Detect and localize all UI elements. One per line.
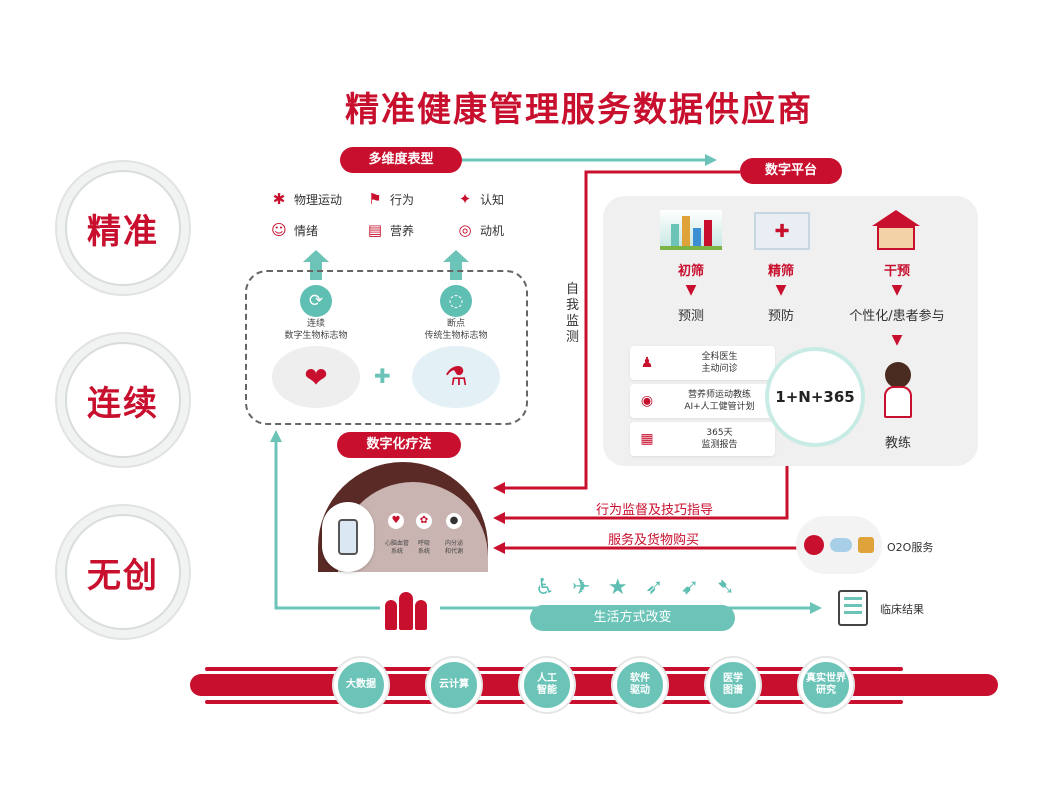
ai-icon: ◉ xyxy=(640,393,654,409)
stage-initial-result: 预测 xyxy=(677,309,704,324)
hospital-image: ✚ xyxy=(754,212,810,250)
pillar-precision: 精准 xyxy=(65,170,181,286)
phenotype-item-behavior: ⚑行为 xyxy=(366,190,414,208)
exercise-icon: ✱ xyxy=(272,190,286,208)
phenotype-item-cognition: ✦认知 xyxy=(456,190,504,208)
doctor-icon: ♟ xyxy=(640,355,654,371)
behavior-icon: ⚑ xyxy=(368,190,382,208)
phone-icon xyxy=(322,502,374,572)
running-icon: ➶ xyxy=(644,574,664,600)
point-biomarker-label: 断点 传统生物标志物 xyxy=(424,319,488,341)
coach-label: 教练 xyxy=(884,436,911,451)
o2o-image xyxy=(796,516,882,574)
service-model-ring: 1+N+365 xyxy=(765,347,865,447)
report-icon: ▦ xyxy=(640,431,654,447)
people-icon xyxy=(381,588,431,630)
biomarker-box xyxy=(245,270,528,425)
card-ai: ◉营养师运动教练 AI+人工健管计划 xyxy=(630,384,775,418)
tech-big-data: 大数据 xyxy=(334,658,388,712)
plus-icon: ✚ xyxy=(374,364,391,388)
coach-avatar xyxy=(880,362,916,422)
pillar-continuous: 连续 xyxy=(65,342,181,458)
city-image xyxy=(660,210,722,250)
stage-fine-result: 预防 xyxy=(767,309,794,324)
cognition-icon: ✦ xyxy=(458,190,472,208)
therapy-endocrine-label: 内分泌 和代谢 xyxy=(444,540,463,555)
running2-icon: ➹ xyxy=(680,574,700,600)
behavior-guidance-label: 行为监督及技巧指导 xyxy=(596,503,714,518)
tech-bar xyxy=(190,674,998,696)
motivation-icon: ◎ xyxy=(458,221,472,239)
card-doctor: ♟全科医生 主动问诊 xyxy=(630,346,775,380)
activity-icons: ♿ ✈ ★ ➶ ➹ ➷ xyxy=(535,572,735,602)
phenotype-item-exercise: ✱物理运动 xyxy=(270,190,342,208)
continuous-icon: ⟳ xyxy=(300,285,332,317)
tech-ai: 人工 智能 xyxy=(520,658,574,712)
stage-fine-arrow: ▼ xyxy=(775,282,787,298)
nutrition-icon: ▤ xyxy=(367,221,383,239)
tech-real-world-study: 真实世界 研究 xyxy=(799,658,853,712)
house-image xyxy=(872,210,920,250)
stage-initial-label: 初筛 xyxy=(677,264,704,279)
card-report: ▦365天 监测报告 xyxy=(630,422,775,456)
stage-intervention-arrow: ▼ xyxy=(891,282,903,298)
emotion-icon: ☺ xyxy=(271,221,287,239)
metabolism-icon: ● xyxy=(446,513,462,529)
stage-initial-arrow: ▼ xyxy=(685,282,697,298)
sitting-icon: ♿ xyxy=(535,574,555,600)
phenotype-tag: 多维度表型 xyxy=(340,147,462,173)
stage-fine-label: 精筛 xyxy=(767,264,794,279)
page-title: 精准健康管理服务数据供应商 xyxy=(345,90,813,130)
o2o-label: O2O服务 xyxy=(887,541,934,554)
platform-tag: 数字平台 xyxy=(740,158,842,184)
phenotype-item-nutrition: ▤营养 xyxy=(367,221,415,239)
lung-icon: ✿ xyxy=(416,513,432,529)
organs-image: ❤ xyxy=(272,346,360,408)
clinical-outcome-label: 临床结果 xyxy=(880,603,924,616)
therapy-cardio-label: 心脑血管 系统 xyxy=(384,540,409,555)
sprint-icon: ➷ xyxy=(716,574,735,600)
lifestyle-change-label: 生活方式改变 xyxy=(530,605,735,631)
therapy-respiratory-label: 呼吸 系统 xyxy=(417,540,430,555)
lab-image: ⚗ xyxy=(412,346,500,408)
tech-software-driven: 软件 驱动 xyxy=(613,658,667,712)
continuous-biomarker-label: 连续 数字生物标志物 xyxy=(284,319,348,341)
coach-arrow: ▼ xyxy=(891,332,903,348)
service-purchase-label: 服务及货物购买 xyxy=(608,533,700,548)
walking2-icon: ★ xyxy=(607,574,628,600)
phenotype-item-emotion: ☺情绪 xyxy=(271,221,319,239)
pillar-noninvasive: 无创 xyxy=(65,514,181,630)
stage-intervention-result: 个性化/患者参与 xyxy=(849,309,945,324)
stage-intervention-label: 干预 xyxy=(883,264,910,279)
clinical-report-icon xyxy=(838,590,868,626)
phenotype-item-motivation: ◎动机 xyxy=(456,221,504,239)
tech-medical-graph: 医学 图谱 xyxy=(706,658,760,712)
digital-therapy-tag: 数字化疗法 xyxy=(337,432,461,458)
walking-icon: ✈ xyxy=(572,574,591,600)
tech-cloud-computing: 云计算 xyxy=(427,658,481,712)
self-monitoring-label: 自我监测 xyxy=(566,282,580,345)
heart-icon: ♥ xyxy=(388,513,404,529)
point-icon: ◌ xyxy=(440,285,472,317)
